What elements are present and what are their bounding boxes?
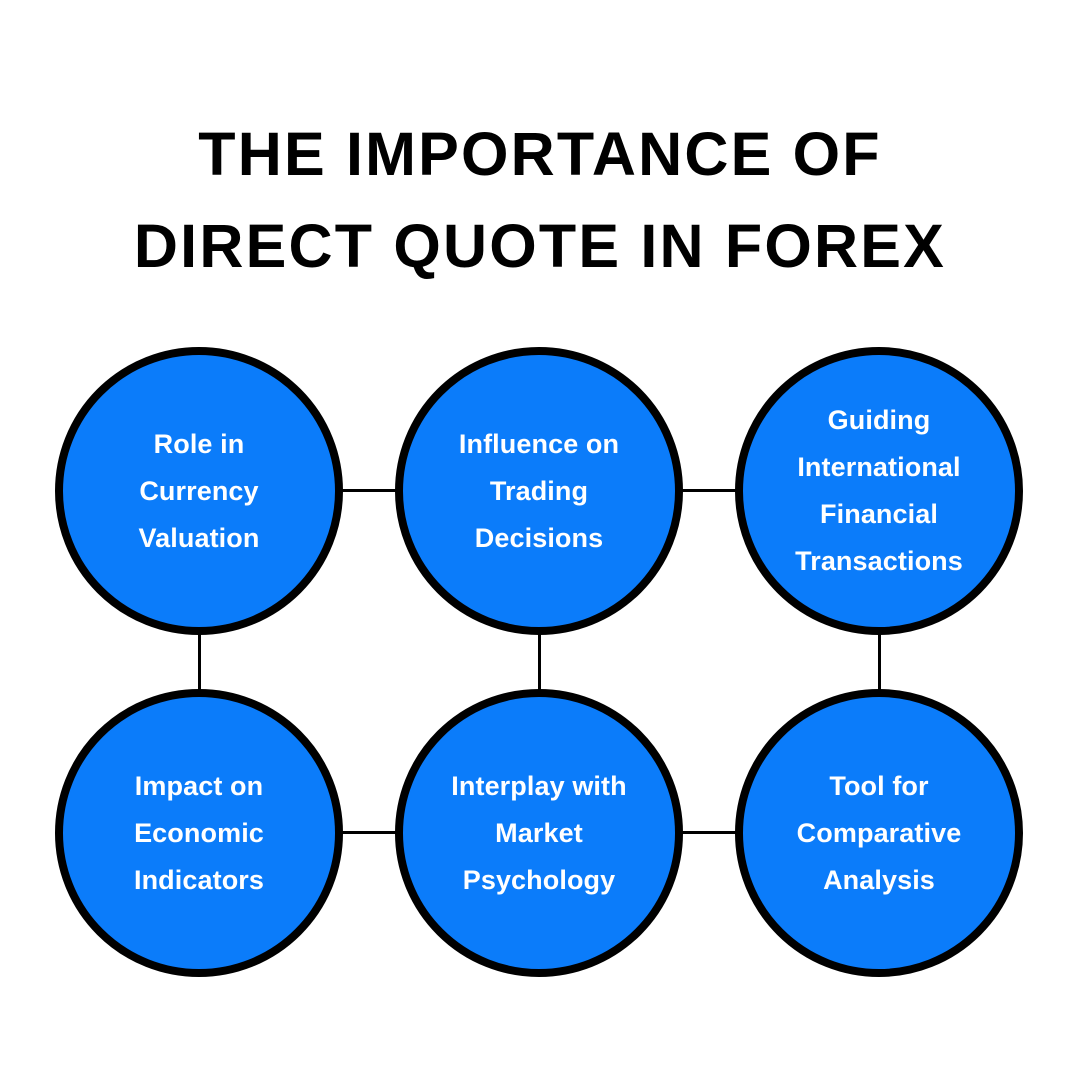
page-title: THE IMPORTANCE OF DIRECT QUOTE IN FOREX <box>0 108 1080 292</box>
connector-col3-row1-row2 <box>878 627 881 705</box>
connector-row1-col1-col2 <box>335 489 405 492</box>
node-influence-on-trading-decisions[interactable]: Influence on Trading Decisions <box>395 347 683 635</box>
connector-row2-col1-col2 <box>335 831 405 834</box>
connector-col2-row1-row2 <box>538 627 541 705</box>
connector-col1-row1-row2 <box>198 627 201 705</box>
connector-row2-col2-col3 <box>675 831 745 834</box>
node-role-in-currency-valuation[interactable]: Role in Currency Valuation <box>55 347 343 635</box>
node-label: Impact on Economic Indicators <box>133 770 265 895</box>
node-label: Guiding International Financial Transact… <box>795 405 963 576</box>
page-title-line-1: THE IMPORTANCE OF <box>198 120 882 188</box>
node-guiding-international-financial-transactions[interactable]: Guiding International Financial Transact… <box>735 347 1023 635</box>
node-label: Tool for Comparative Analysis <box>796 770 962 895</box>
node-impact-on-economic-indicators[interactable]: Impact on Economic Indicators <box>55 689 343 977</box>
page-title-line-2: DIRECT QUOTE IN FOREX <box>133 212 947 280</box>
node-tool-for-comparative-analysis[interactable]: Tool for Comparative Analysis <box>735 689 1023 977</box>
node-label: Role in Currency Valuation <box>138 428 260 553</box>
node-interplay-with-market-psychology[interactable]: Interplay with Market Psychology <box>395 689 683 977</box>
connector-row1-col2-col3 <box>675 489 745 492</box>
node-label: Interplay with Market Psychology <box>451 770 627 895</box>
node-label: Influence on Trading Decisions <box>458 428 620 553</box>
